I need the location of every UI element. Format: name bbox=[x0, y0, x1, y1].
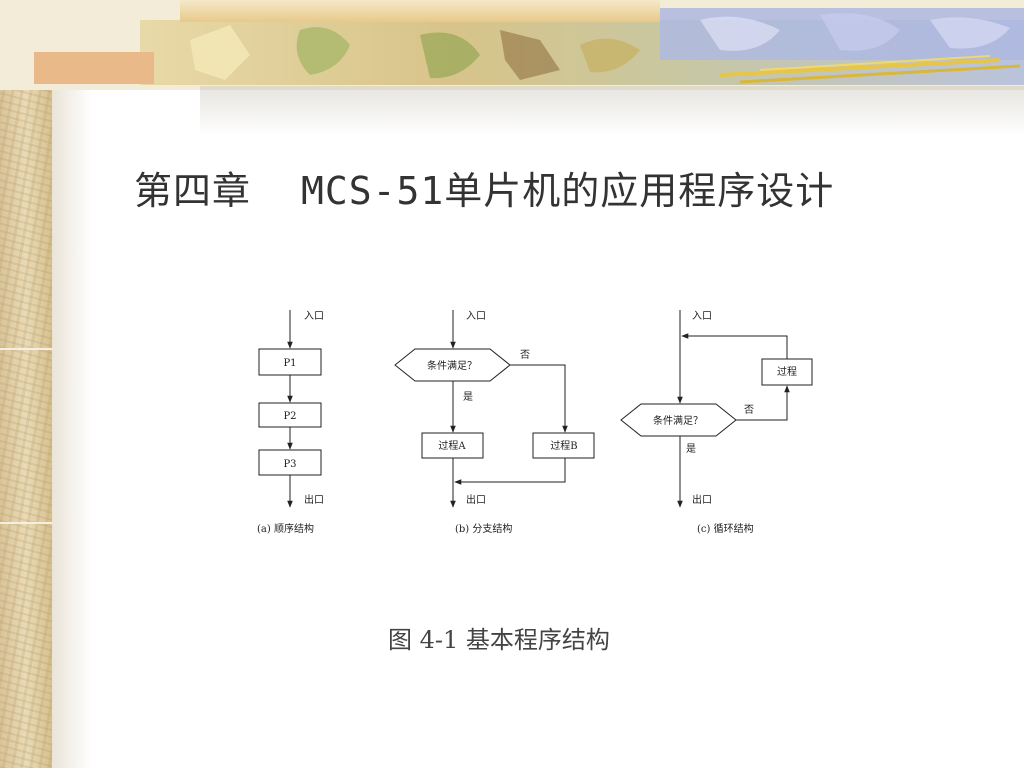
title-main: MCS-51单片机的应用程序设计 bbox=[301, 169, 835, 213]
left-decorative-strip bbox=[0, 0, 52, 768]
strip-divider bbox=[0, 522, 52, 524]
yes-label: 是 bbox=[686, 443, 696, 455]
p2-label: P2 bbox=[283, 411, 296, 422]
slide-title: 第四章 MCS-51单片机的应用程序设计 bbox=[134, 160, 954, 215]
process-b-box bbox=[532, 432, 595, 459]
diagram-branch bbox=[394, 310, 595, 508]
diagram-b-caption: (b) 分支结构 bbox=[455, 522, 512, 535]
condition-label: 条件满足？ bbox=[427, 359, 477, 372]
process-b-label: 过程B bbox=[550, 439, 577, 452]
exit-label: 出口 bbox=[466, 493, 486, 506]
p1-label: P1 bbox=[283, 358, 296, 369]
banner-shadow bbox=[200, 86, 1024, 136]
diagram-a-caption: (a) 顺序结构 bbox=[257, 522, 314, 535]
entry-label: 入口 bbox=[304, 311, 324, 322]
entry-label: 入口 bbox=[692, 311, 712, 322]
yes-label: 是 bbox=[463, 391, 473, 403]
no-label: 否 bbox=[520, 349, 530, 361]
title-chapter: 第四章 bbox=[134, 169, 252, 213]
figure-caption: 图 4-1 基本程序结构 bbox=[388, 626, 610, 654]
merge-arrow bbox=[454, 458, 566, 485]
p3-label: P3 bbox=[283, 459, 296, 470]
process-a-label: 过程A bbox=[438, 439, 466, 452]
exit-label: 出口 bbox=[304, 493, 324, 506]
condition-label: 条件满足？ bbox=[653, 414, 703, 427]
exit-label: 出口 bbox=[692, 493, 712, 506]
left-strip-fade bbox=[52, 0, 92, 768]
process-label: 过程 bbox=[777, 365, 797, 378]
diagram-loop bbox=[620, 310, 813, 508]
no-branch-arrow bbox=[736, 385, 790, 421]
process-box bbox=[761, 358, 813, 386]
strip-divider bbox=[0, 348, 52, 350]
diagram-sequential bbox=[258, 310, 322, 508]
no-branch-arrow bbox=[510, 364, 568, 433]
process-box-p3 bbox=[258, 449, 322, 476]
entry-label: 入口 bbox=[466, 311, 486, 322]
top-banner-image bbox=[0, 0, 1024, 90]
no-label: 否 bbox=[744, 404, 754, 416]
process-box-p2 bbox=[258, 402, 322, 428]
loop-back-arrow bbox=[681, 333, 788, 359]
diagram-c-caption: (c) 循环结构 bbox=[697, 522, 754, 535]
